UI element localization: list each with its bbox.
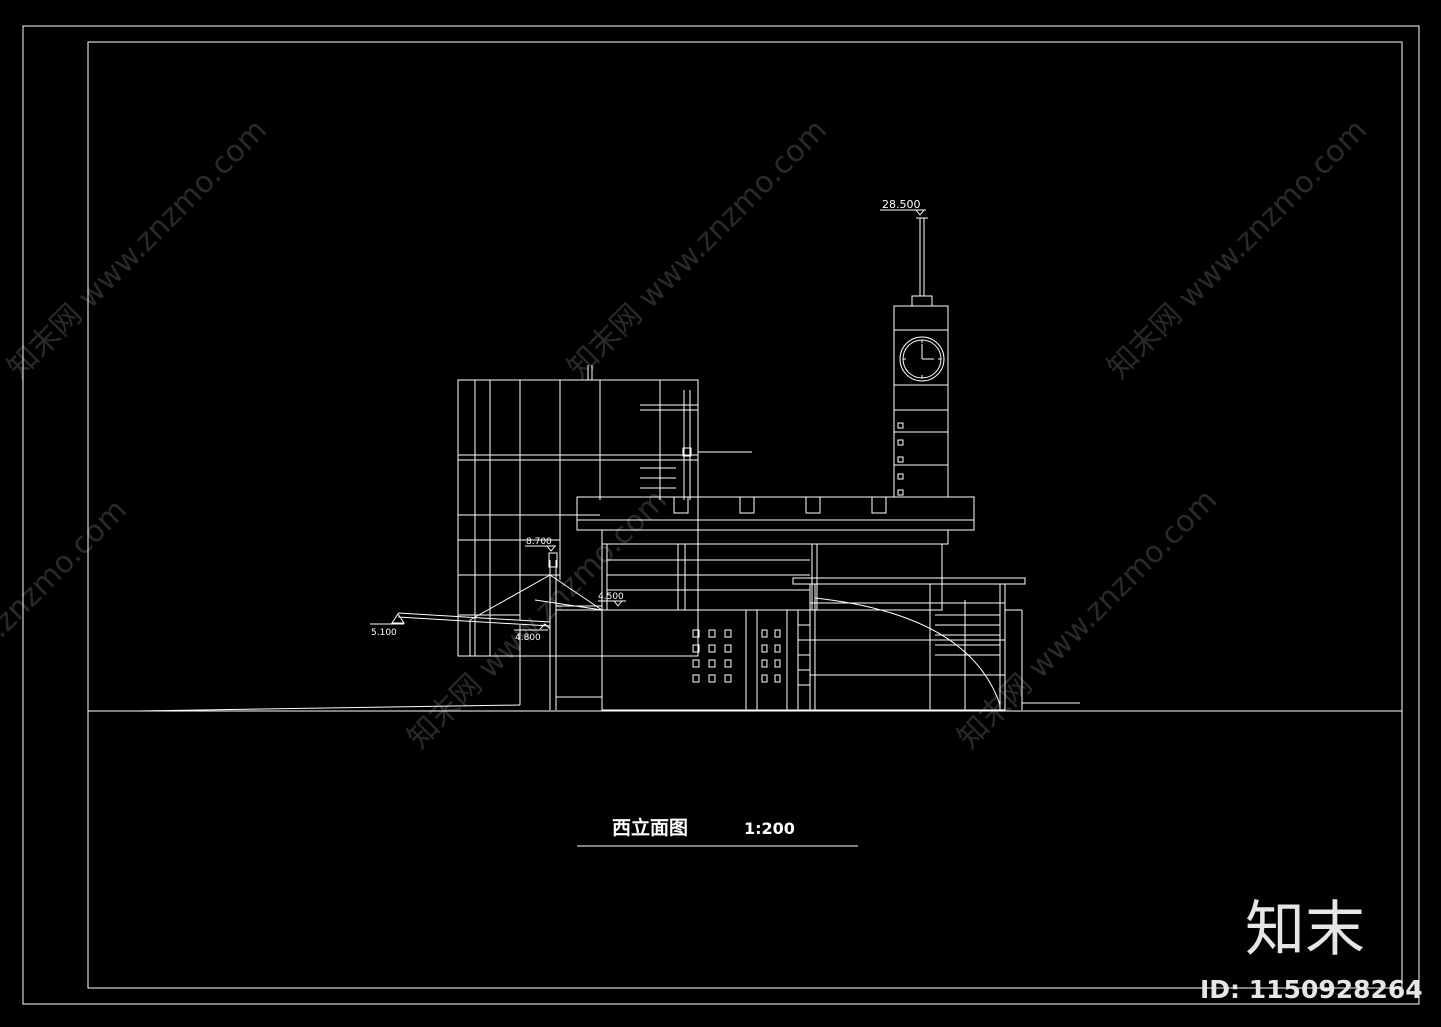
elevation-mark-top (880, 209, 926, 216)
watermark-5: 知末网 www.znzmo.com (951, 483, 1224, 756)
elevation-mark-left-end (370, 613, 405, 625)
watermark-6: 知末网 www.znzmo.com (0, 493, 134, 766)
ground-slope (137, 704, 521, 712)
clock-icon (899, 336, 945, 382)
watermark-2: 知末网 www.znzmo.com (561, 113, 834, 386)
drawing-title: 西立面图 (612, 816, 688, 839)
inner-frame (87, 41, 1403, 989)
middle-facade (601, 543, 943, 711)
elevation-label-top: 28.500 (882, 198, 921, 211)
drawing-scale: 1:200 (744, 819, 795, 838)
window-grid (692, 629, 781, 683)
watermark-layer: 知末网 www.znzmo.com 知末网 www.znzmo.com 知末网 … (0, 113, 1374, 766)
clock-tower (893, 217, 949, 498)
entrance-canopy (397, 530, 603, 710)
watermark-3: 知末网 www.znzmo.com (1101, 113, 1374, 386)
brand-logo: 知末 (1245, 895, 1365, 965)
outer-frame (22, 25, 1420, 1005)
main-roof (576, 496, 975, 545)
elevation-label-mid: 8.700 (526, 537, 552, 547)
elevation-mark-mid (525, 545, 556, 552)
elevation-label-left-end: 5.100 (371, 628, 397, 638)
watermark-1: 知末网 www.znzmo.com (1, 113, 274, 386)
elevation-mark-roof-low (598, 600, 626, 607)
brand-id: ID: 1150928264 (1200, 975, 1423, 1004)
elevation-label-roof-low: 4.500 (598, 592, 624, 602)
elevation-label-canopy: 4.800 (515, 633, 541, 643)
right-wing (792, 577, 1080, 711)
elevation-mark-canopy (514, 623, 551, 631)
left-block (457, 365, 752, 657)
